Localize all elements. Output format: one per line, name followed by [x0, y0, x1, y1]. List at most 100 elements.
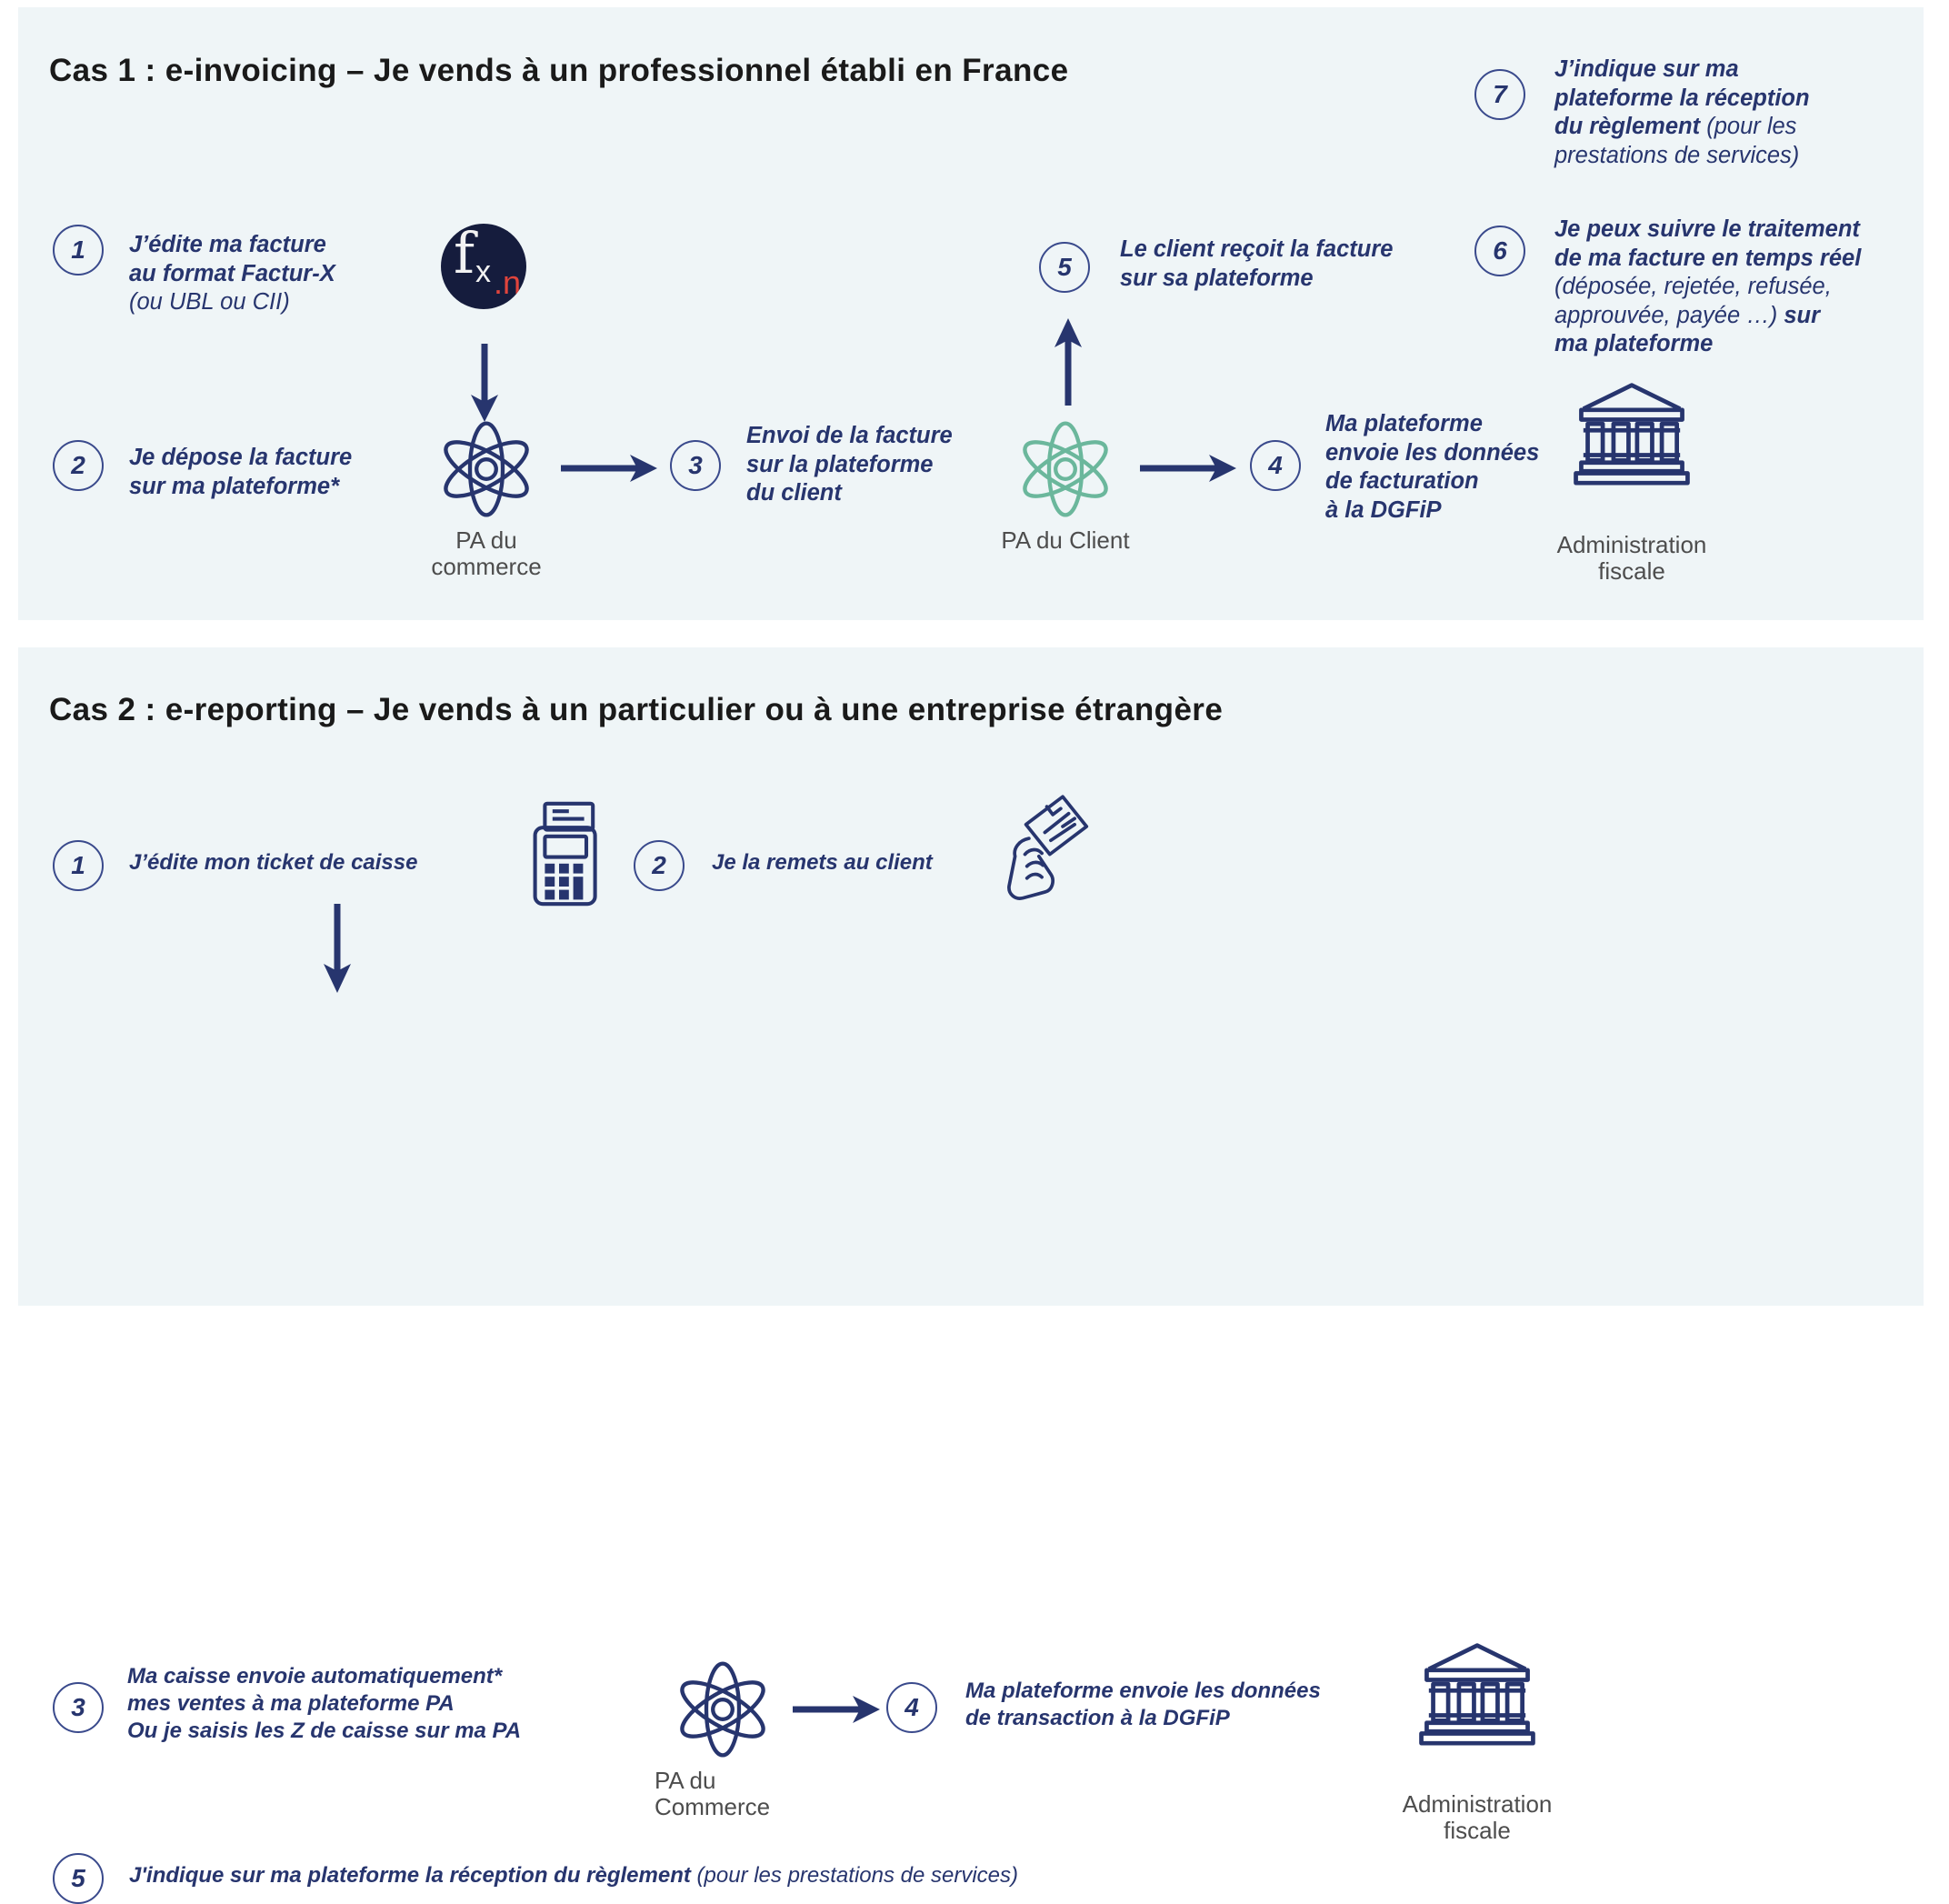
case1-step-3-line2: sur la plateforme: [746, 451, 934, 477]
case2-step-4-badge[interactable]: 4: [886, 1682, 937, 1733]
case2-title: Cas 2 : e-reporting – Je vends à un part…: [49, 692, 1224, 727]
case1-pa-commerce-caption-line2: commerce: [431, 553, 542, 581]
case2-step-4-text: Ma plateforme envoie les données de tran…: [965, 1678, 1321, 1732]
case1-step-4-line4: à la DGFiP: [1325, 496, 1442, 523]
case2-step-4-number: 4: [905, 1693, 919, 1721]
case1-step-4-badge[interactable]: 4: [1250, 440, 1301, 491]
case2-step-5-number: 5: [71, 1864, 85, 1892]
case1-step-6-line4-bold: sur: [1777, 302, 1821, 328]
case1-step-1-line2: au format Factur-X: [129, 260, 335, 286]
case2-arrow-right-icon: [793, 1696, 880, 1723]
case1-step-6-text: Je peux suivre le traitement de ma factu…: [1554, 215, 1861, 359]
case2-pa-commerce-caption: PA du Commerce: [655, 1767, 791, 1821]
case1-administration-fiscale-building-icon: [1574, 383, 1690, 486]
case1-step-7-line1: J’indique sur ma: [1554, 56, 1739, 82]
case1-step-1-line1: J’édite ma facture: [129, 232, 326, 257]
case2-step-3-line1: Ma caisse envoie automatiquement*: [127, 1664, 503, 1689]
case1-step-4-number: 4: [1268, 451, 1283, 479]
case1-step-5-badge[interactable]: 5: [1039, 242, 1090, 293]
case1-step-6-number: 6: [1493, 236, 1507, 265]
case1-step-7-badge[interactable]: 7: [1474, 69, 1525, 120]
case1-pa-commerce-atom-icon: [444, 421, 529, 517]
case1-step-6-line4-light: approuvée, payée …): [1554, 302, 1778, 328]
case1-admin-caption-line1: Administration: [1556, 531, 1707, 558]
case2-step-1-number: 1: [71, 851, 85, 879]
case2-pa-commerce-caption-line1: PA du: [655, 1767, 716, 1794]
case1-step-7-number: 7: [1493, 80, 1507, 108]
case2-step-3-badge[interactable]: 3: [53, 1682, 104, 1733]
case1-step-6-line1: Je peux suivre le traitement: [1554, 216, 1860, 242]
factur-x-dot-n-glyph: .n: [494, 264, 522, 301]
case2-pa-commerce-caption-line2: Commerce: [655, 1793, 771, 1821]
case2-administration-fiscale-building-icon: [1419, 1643, 1535, 1746]
case2-admin-caption-line2: fiscale: [1444, 1817, 1511, 1845]
case2-step-4-line1: Ma plateforme envoie les données: [965, 1679, 1321, 1703]
case1-step-6-line5: ma plateforme: [1554, 331, 1714, 357]
case2-step-2-number: 2: [652, 851, 666, 879]
case2-card-payment-terminal-icon: [533, 801, 597, 907]
case1-arrow-right-2-icon: [1140, 455, 1236, 482]
case2-step-4-line2: de transaction à la DGFiP: [965, 1705, 1230, 1730]
case1-arrow-right-1-icon: [561, 455, 657, 482]
case1-step-4-line3: de facturation: [1325, 468, 1479, 495]
case1-arrow-down-icon: [471, 344, 498, 422]
case2-pa-commerce-atom-icon: [680, 1661, 765, 1758]
case1-step-4-text: Ma plateforme envoie les données de fact…: [1325, 410, 1539, 525]
case2-step-5-light: (pour les prestations de services): [690, 1863, 1019, 1888]
case2-hand-holding-receipt-icon: [1007, 795, 1089, 900]
case1-step-5-number: 5: [1057, 253, 1072, 281]
case1-step-6-line3: (déposée, rejetée, refusée,: [1554, 274, 1832, 300]
case1-step-1-text: J’édite ma facture au format Factur-X (o…: [129, 231, 335, 317]
factur-x-f-glyph: f: [454, 224, 475, 286]
case1-pa-commerce-caption-line1: PA du: [455, 526, 517, 554]
case1-step-2-text: Je dépose la facture sur ma plateforme*: [129, 444, 352, 501]
case2-step-2-text: Je la remets au client: [712, 850, 933, 875]
case2-admin-caption-line1: Administration: [1402, 1790, 1553, 1818]
case1-step-3-number: 3: [688, 451, 703, 479]
case1-arrow-up-icon: [1054, 318, 1082, 406]
case2-administration-fiscale-caption: Administration fiscale: [1368, 1790, 1586, 1845]
case1-pa-client-caption: PA du Client: [1001, 526, 1130, 554]
case2-step-3-line2: mes ventes à ma plateforme PA: [127, 1690, 455, 1716]
case1-step-7-line3: du règlement (pour les: [1554, 113, 1810, 142]
case1-step-6-line2: de ma facture en temps réel: [1554, 245, 1862, 271]
case1-step-4-line1: Ma plateforme: [1325, 411, 1483, 436]
case1-step-3-line3: du client: [746, 480, 842, 506]
case2-step-2-badge[interactable]: 2: [634, 840, 685, 891]
case1-administration-fiscale-caption: Administration fiscale: [1523, 531, 1741, 586]
case1-step-7-line3-light: (pour les: [1700, 114, 1797, 140]
case1-pa-client-atom-icon: [1023, 421, 1108, 517]
factur-x-x-glyph: x: [475, 255, 491, 289]
case1-admin-caption-line2: fiscale: [1598, 557, 1665, 586]
case1-pa-commerce-caption: PA du commerce: [405, 526, 568, 581]
case1-step-7-line4: prestations de services): [1554, 142, 1800, 168]
case1-step-5-line1: Le client reçoit la facture: [1120, 236, 1394, 262]
case1-step-5-line2: sur sa plateforme: [1120, 265, 1314, 291]
case1-step-6-badge[interactable]: 6: [1474, 225, 1525, 276]
case2-step-5-badge[interactable]: 5: [53, 1853, 104, 1904]
case1-step-3-line1: Envoi de la facture: [746, 423, 953, 448]
case1-step-2-number: 2: [71, 451, 85, 479]
case1-panel: Cas 1 : e-invoicing – Je vends à un prof…: [18, 7, 1924, 620]
case1-step-2-line1: Je dépose la facture: [129, 445, 353, 470]
case2-step-3-line3: Ou je saisis les Z de caisse sur ma PA: [127, 1718, 522, 1743]
case1-step-6-line4: approuvée, payée …) sur: [1554, 302, 1861, 331]
case2-step-5-bold: J'indique sur ma plateforme la réception…: [129, 1863, 691, 1888]
case2-step-3-number: 3: [71, 1693, 85, 1721]
case1-step-1-line3: (ou UBL ou CII): [129, 289, 290, 316]
case1-step-1-badge[interactable]: 1: [53, 225, 104, 276]
case2-step-3-text: Ma caisse envoie automatiquement* mes ve…: [127, 1663, 521, 1744]
case1-step-2-badge[interactable]: 2: [53, 440, 104, 491]
case2-step-1-badge[interactable]: 1: [53, 840, 104, 891]
case1-step-2-line2: sur ma plateforme*: [129, 473, 339, 499]
case1-step-3-badge[interactable]: 3: [670, 440, 721, 491]
factur-x-logo-icon: f x .n: [441, 224, 526, 309]
case1-step-7-line2: plateforme la réception: [1554, 85, 1810, 111]
case2-step-1-text: J’édite mon ticket de caisse: [129, 850, 418, 875]
case1-step-7-text: J’indique sur ma plateforme la réception…: [1554, 55, 1810, 170]
case1-step-3-text: Envoi de la facture sur la plateforme du…: [746, 422, 953, 508]
case1-title: Cas 1 : e-invoicing – Je vends à un prof…: [49, 53, 1069, 88]
case2-step-5-text: J'indique sur ma plateforme la réception…: [129, 1862, 1018, 1889]
case1-step-5-text: Le client reçoit la facture sur sa plate…: [1120, 235, 1393, 293]
case2-arrow-down-icon: [324, 904, 351, 993]
